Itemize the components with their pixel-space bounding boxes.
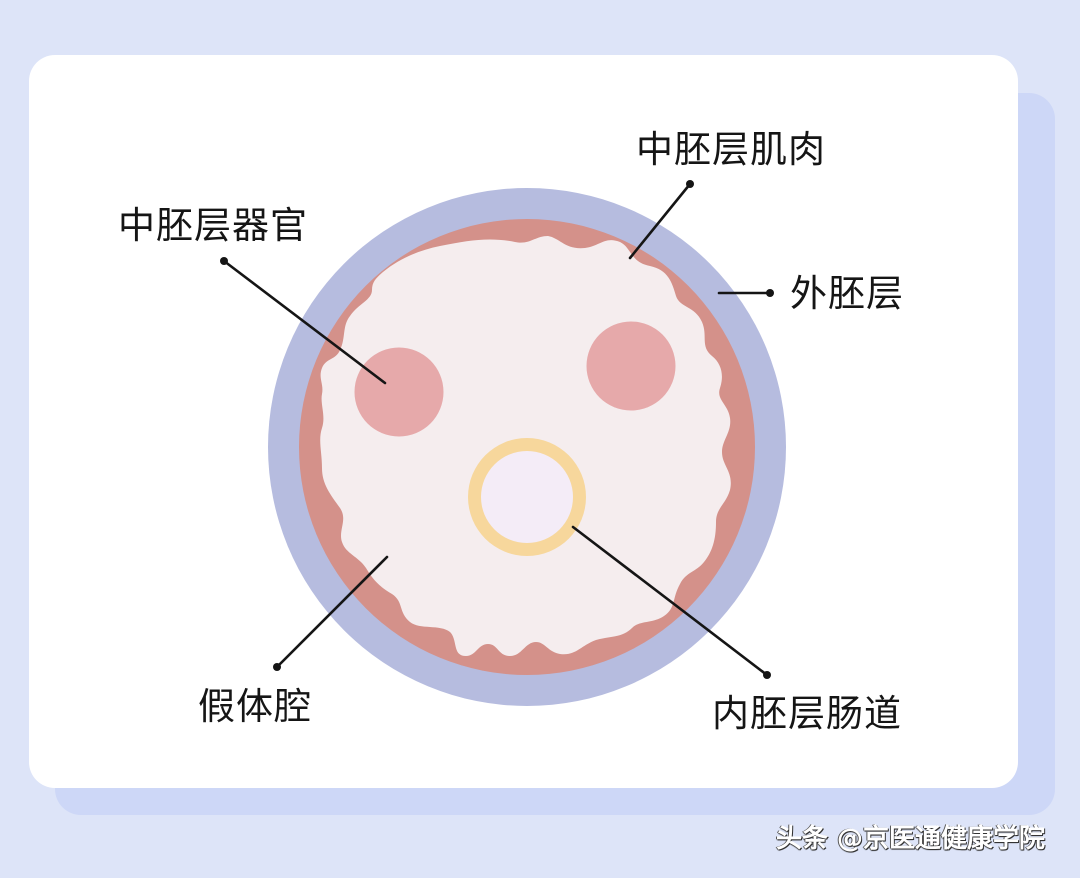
watermark: 头条 @京医通健康学院 [776, 824, 1046, 854]
leader-dot-pseudocoel [273, 663, 281, 671]
mesoderm-organ-left [354, 347, 444, 437]
leader-dot-endoderm-gut [763, 671, 771, 679]
leader-dot-mesoderm-organ [220, 257, 228, 265]
gut-lumen [481, 451, 573, 543]
label-mesoderm-organ: 中胚层器官 [118, 204, 308, 247]
label-endoderm-gut: 内胚层肠道 [712, 692, 902, 735]
label-pseudocoel: 假体腔 [198, 685, 312, 728]
leader-dot-mesoderm-muscle [686, 180, 694, 188]
mesoderm-organ-right [586, 321, 676, 411]
label-ectoderm: 外胚层 [790, 272, 904, 315]
label-mesoderm-muscle: 中胚层肌肉 [636, 128, 826, 171]
leader-lines [220, 180, 774, 679]
leader-line-mesoderm-organ [222, 259, 387, 385]
leader-dot-ectoderm [766, 289, 774, 297]
leader-line-mesoderm-muscle [628, 182, 692, 260]
leader-line-pseudocoel [275, 555, 389, 669]
leader-line-endoderm-gut [571, 525, 769, 677]
